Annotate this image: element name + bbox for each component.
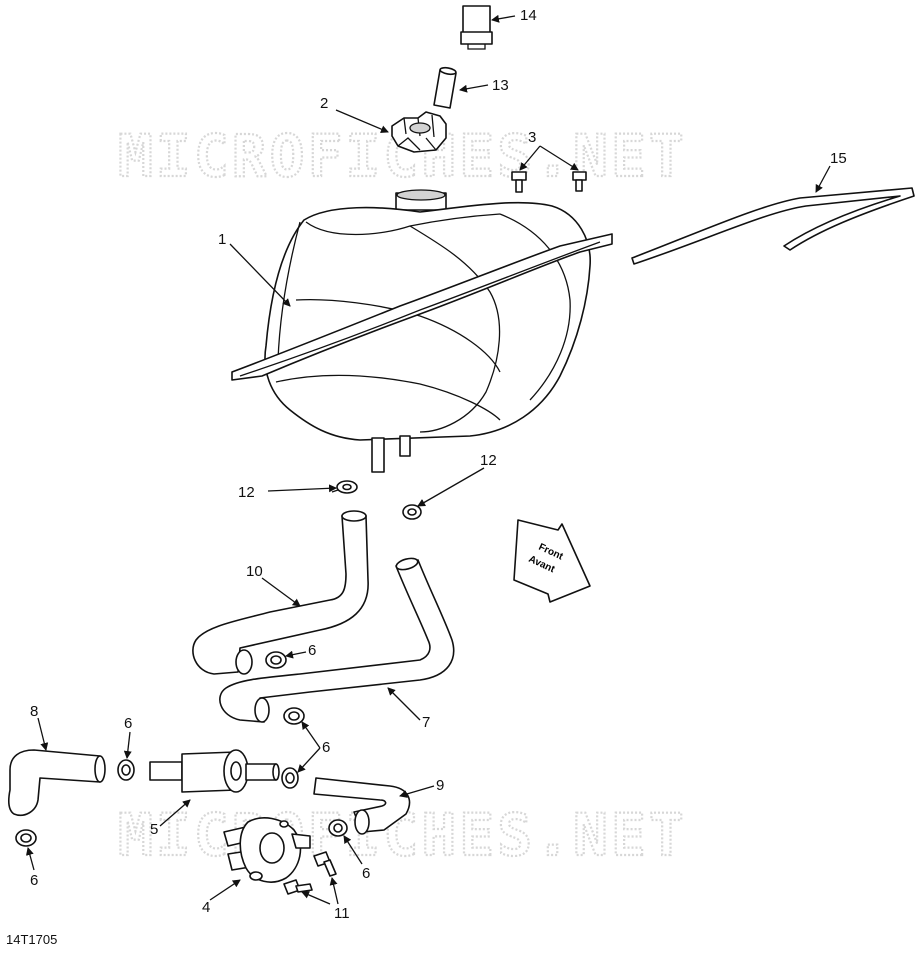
callout-1: 1 xyxy=(218,231,226,248)
drawing-code: 14T1705 xyxy=(6,932,57,947)
part-6-clamp-b[interactable] xyxy=(283,707,305,725)
leader-lines xyxy=(25,14,831,905)
callout-12-right: 12 xyxy=(480,452,497,469)
part-10-hose[interactable] xyxy=(192,510,369,675)
part-12-clamp-right[interactable] xyxy=(402,504,422,520)
callout-6-a: 6 xyxy=(308,642,316,659)
part-3-bolt-right[interactable] xyxy=(572,171,587,192)
callout-6-b: 6 xyxy=(322,739,330,756)
callout-12-left: 12 xyxy=(238,484,255,501)
front-direction-arrow: Front Avant xyxy=(513,519,591,603)
part-6-clamp-f[interactable] xyxy=(15,829,37,847)
callout-5: 5 xyxy=(150,821,158,838)
callout-2: 2 xyxy=(320,95,328,112)
part-7-hose[interactable] xyxy=(219,556,455,723)
part-8-hose-elbow[interactable] xyxy=(8,749,106,816)
part-5-fuel-filter[interactable] xyxy=(149,749,280,793)
callout-3: 3 xyxy=(528,129,536,146)
part-11-bolt-lower[interactable] xyxy=(283,879,313,895)
part-11-bolt-upper[interactable] xyxy=(313,851,337,877)
part-14-fuel-sender[interactable] xyxy=(460,5,493,50)
part-3-bolt-left[interactable] xyxy=(511,171,527,193)
part-4-fitting[interactable] xyxy=(223,817,311,883)
callout-14: 14 xyxy=(520,7,537,24)
part-2-fuel-cap[interactable] xyxy=(391,111,447,153)
callout-9: 9 xyxy=(436,777,444,794)
part-6-clamp-e[interactable] xyxy=(328,819,348,837)
callout-6-d: 6 xyxy=(362,865,370,882)
part-1-fuel-tank[interactable] xyxy=(231,189,613,473)
callout-13: 13 xyxy=(492,77,509,94)
part-6-clamp-c[interactable] xyxy=(117,759,135,781)
callout-15: 15 xyxy=(830,150,847,167)
part-6-clamp-a[interactable] xyxy=(265,651,287,669)
callout-10: 10 xyxy=(246,563,263,580)
callout-11: 11 xyxy=(334,905,350,922)
part-15-strip[interactable] xyxy=(631,187,915,265)
callout-6-e: 6 xyxy=(30,872,38,889)
callout-8: 8 xyxy=(30,703,38,720)
callout-4: 4 xyxy=(202,899,210,916)
part-13-vent-tube[interactable] xyxy=(433,66,457,109)
part-6-clamp-d[interactable] xyxy=(281,767,299,789)
callout-7: 7 xyxy=(422,714,430,731)
part-12-clamp-left[interactable] xyxy=(331,480,358,494)
callout-6-c: 6 xyxy=(124,715,132,732)
